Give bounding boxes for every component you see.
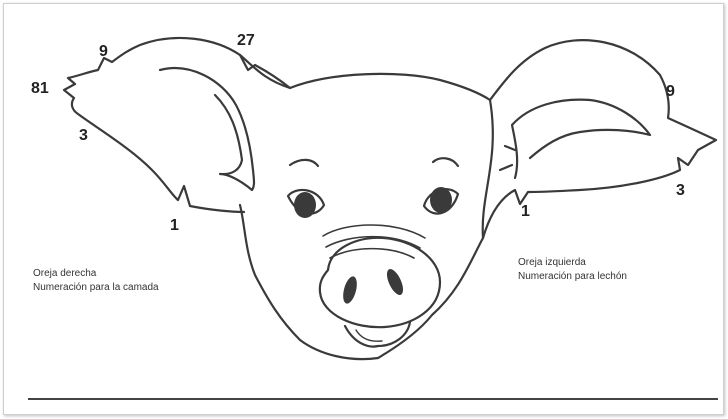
right-nostril bbox=[341, 275, 360, 305]
right-ear-inner bbox=[160, 68, 254, 190]
right-ear-caption-desc: Numeración para la camada bbox=[33, 281, 159, 295]
left-ear-caption: Oreja izquierda Numeración para lechón bbox=[518, 256, 627, 284]
notch-label-1-right-ear: 1 bbox=[170, 218, 179, 234]
right-eye bbox=[288, 190, 324, 218]
notch-label-9-right-ear: 9 bbox=[99, 44, 108, 60]
notch-label-3-right-ear: 3 bbox=[79, 128, 88, 144]
notch-label-1-left-ear: 1 bbox=[521, 204, 530, 220]
snout-wrinkles bbox=[323, 225, 425, 258]
notch-label-81: 81 bbox=[31, 81, 49, 97]
chin bbox=[356, 330, 382, 341]
left-ear-caption-desc: Numeración para lechón bbox=[518, 270, 627, 284]
left-ear-inner bbox=[500, 100, 650, 178]
left-eyebrow bbox=[433, 158, 458, 166]
bottom-divider bbox=[28, 398, 718, 400]
head-outline bbox=[240, 55, 493, 359]
left-ear-caption-title: Oreja izquierda bbox=[518, 256, 627, 270]
notch-label-9-left-ear: 9 bbox=[666, 84, 675, 100]
left-eye bbox=[424, 187, 458, 214]
right-ear-caption-title: Oreja derecha bbox=[33, 267, 159, 281]
right-ear-outline bbox=[64, 38, 290, 212]
notch-label-27: 27 bbox=[237, 33, 255, 49]
notch-label-3-left-ear: 3 bbox=[676, 183, 685, 199]
left-ear-outline bbox=[483, 40, 716, 238]
right-ear-caption: Oreja derecha Numeración para la camada bbox=[33, 267, 159, 295]
snout bbox=[320, 238, 440, 327]
left-nostril bbox=[384, 267, 407, 297]
right-eyebrow bbox=[290, 160, 318, 166]
